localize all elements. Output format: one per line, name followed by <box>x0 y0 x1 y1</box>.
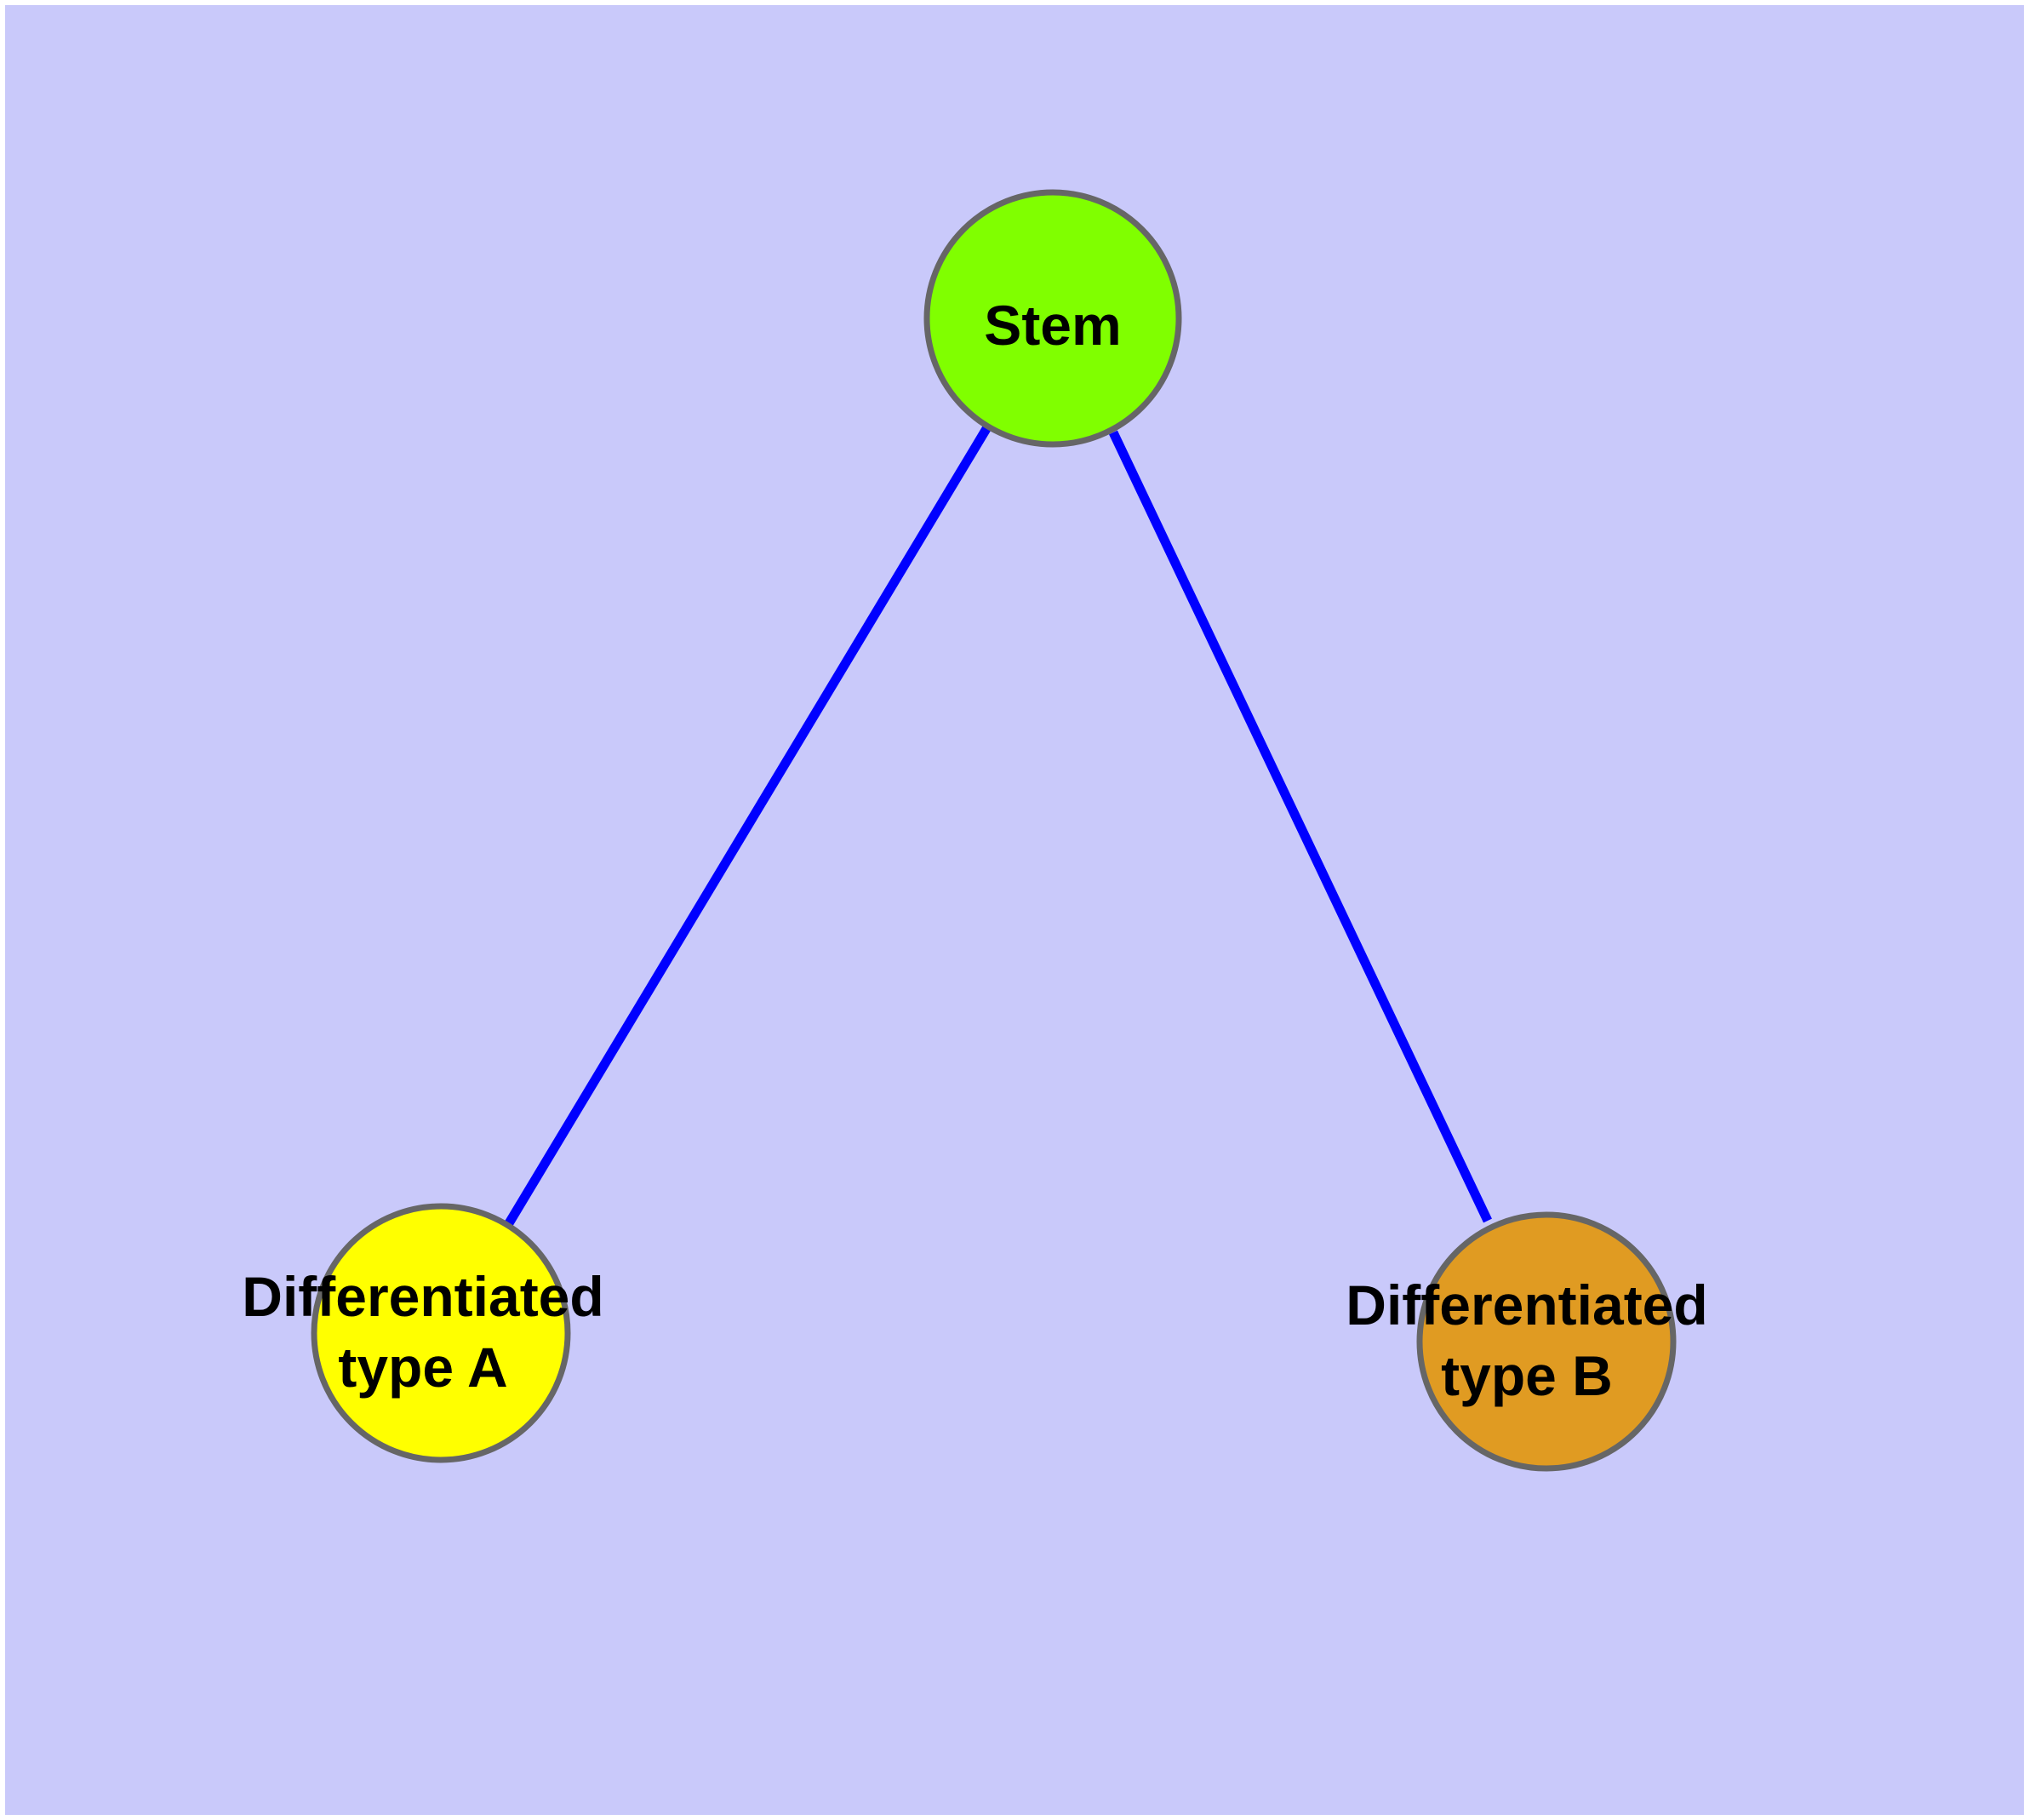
node-label-line: Stem <box>984 294 1121 357</box>
node-label-line: type B <box>1441 1344 1613 1407</box>
node-circle-stem[interactable] <box>923 189 1182 448</box>
node-label-stem: Stem <box>984 294 1121 357</box>
node-label-diff-a: Differentiated type A <box>242 1265 603 1399</box>
graph-node-stem[interactable]: Stem <box>923 189 1182 448</box>
edges-layer <box>505 425 1492 1226</box>
node-label-line: Differentiated <box>1346 1273 1707 1336</box>
node-label-diff-b: Differentiated type B <box>1346 1273 1707 1407</box>
graph-node-diff-b[interactable]: Differentiated type B <box>1346 1211 1708 1472</box>
node-label-line: type A <box>338 1336 507 1399</box>
graph-node-diff-a[interactable]: Differentiated type A <box>242 1203 604 1463</box>
node-label-line: Differentiated <box>242 1265 603 1328</box>
node-circle-diff-b[interactable] <box>1416 1211 1677 1472</box>
graph-edge-stem-to-diff-b[interactable] <box>1109 430 1492 1223</box>
node-circle-diff-a[interactable] <box>311 1203 571 1463</box>
graph-edge-stem-to-diff-a[interactable] <box>505 425 992 1226</box>
